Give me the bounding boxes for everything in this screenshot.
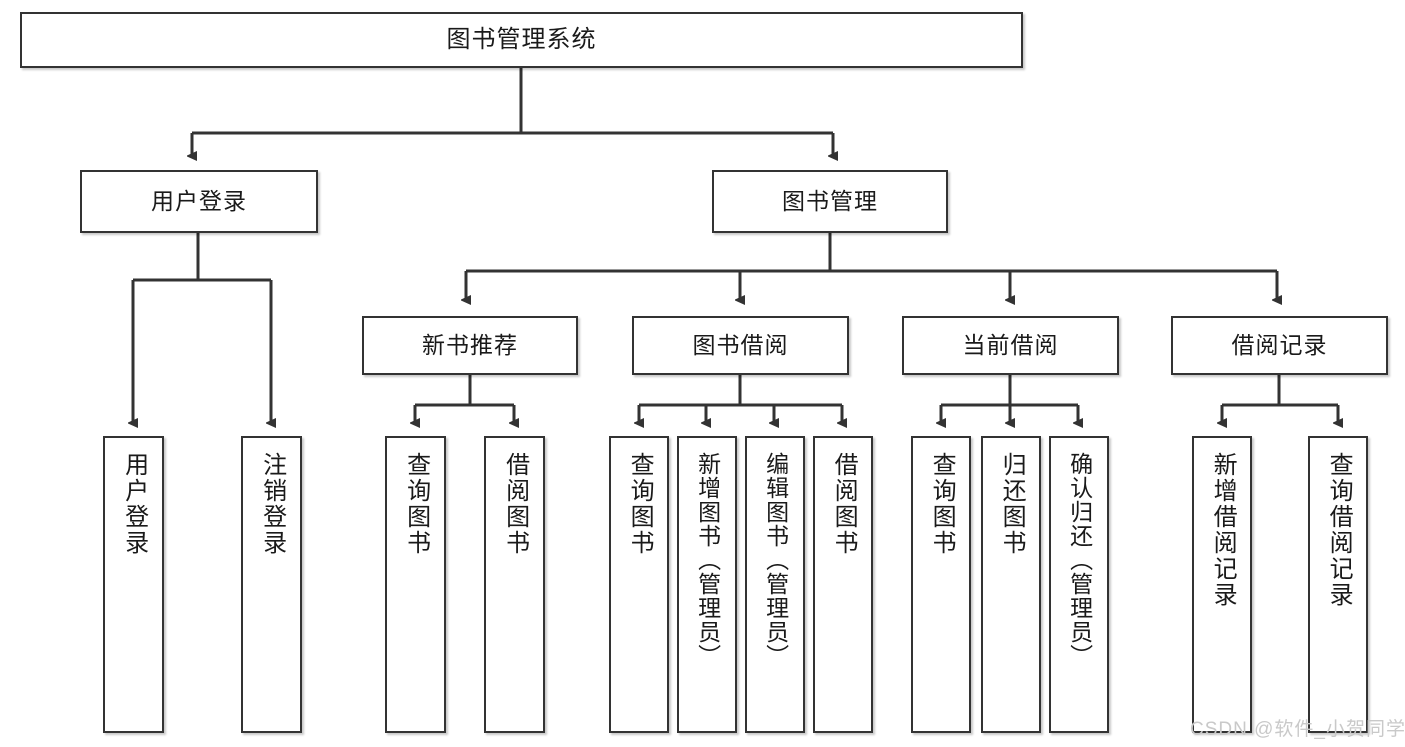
node-label: 借阅记录: [1231, 331, 1328, 358]
node-leaf-return-book[interactable]: 归还图书: [981, 436, 1041, 733]
node-label: 借阅图书: [830, 452, 858, 556]
node-label: 借阅图书: [501, 452, 529, 556]
node-label: 查询图书: [928, 452, 956, 556]
node-label: 用户登录: [151, 187, 247, 214]
node-label: 查询图书: [402, 452, 430, 556]
node-leaf-query-book-recommend[interactable]: 查询图书: [385, 436, 446, 733]
node-label: 注销登录: [258, 452, 286, 556]
node-new-book-recommend[interactable]: 新书推荐: [362, 316, 578, 375]
node-leaf-user-login[interactable]: 用户登录: [103, 436, 164, 733]
node-label: 当前借阅: [962, 331, 1059, 358]
node-label: 确认归还（管理员）: [1066, 452, 1093, 668]
node-leaf-user-logout[interactable]: 注销登录: [241, 436, 302, 733]
node-label: 图书管理: [782, 187, 878, 214]
node-leaf-query-book-borrow[interactable]: 查询图书: [609, 436, 669, 733]
node-leaf-query-borrow-record[interactable]: 查询借阅记录: [1308, 436, 1368, 733]
node-leaf-add-borrow-record[interactable]: 新增借阅记录: [1192, 436, 1252, 733]
node-leaf-confirm-return-admin[interactable]: 确认归还（管理员）: [1049, 436, 1109, 733]
node-label: 编辑图书（管理员）: [762, 452, 789, 668]
node-label: 图书借阅: [692, 331, 789, 358]
node-label: 查询借阅记录: [1325, 452, 1353, 608]
node-label: 新增图书（管理员）: [694, 452, 721, 668]
node-leaf-borrow-book[interactable]: 借阅图书: [813, 436, 873, 733]
node-label: 归还图书: [998, 452, 1026, 556]
node-book-management[interactable]: 图书管理: [712, 170, 948, 233]
node-label: 图书管理系统: [446, 25, 597, 53]
node-book-borrow[interactable]: 图书借阅: [632, 316, 849, 375]
node-leaf-edit-book-admin[interactable]: 编辑图书（管理员）: [745, 436, 805, 733]
node-label: 用户登录: [120, 452, 148, 556]
node-label: 查询图书: [626, 452, 654, 556]
node-label: 新书推荐: [422, 331, 518, 358]
node-borrow-record[interactable]: 借阅记录: [1171, 316, 1388, 375]
node-leaf-query-book-current[interactable]: 查询图书: [911, 436, 971, 733]
node-leaf-borrow-book-recommend[interactable]: 借阅图书: [484, 436, 545, 733]
csdn-watermark: CSDN @软件_小贺同学: [1190, 719, 1405, 740]
node-current-borrow[interactable]: 当前借阅: [902, 316, 1119, 375]
node-root-system[interactable]: 图书管理系统: [20, 12, 1023, 68]
node-user-login[interactable]: 用户登录: [80, 170, 318, 233]
node-leaf-add-book-admin[interactable]: 新增图书（管理员）: [677, 436, 737, 733]
node-label: 新增借阅记录: [1209, 452, 1237, 608]
